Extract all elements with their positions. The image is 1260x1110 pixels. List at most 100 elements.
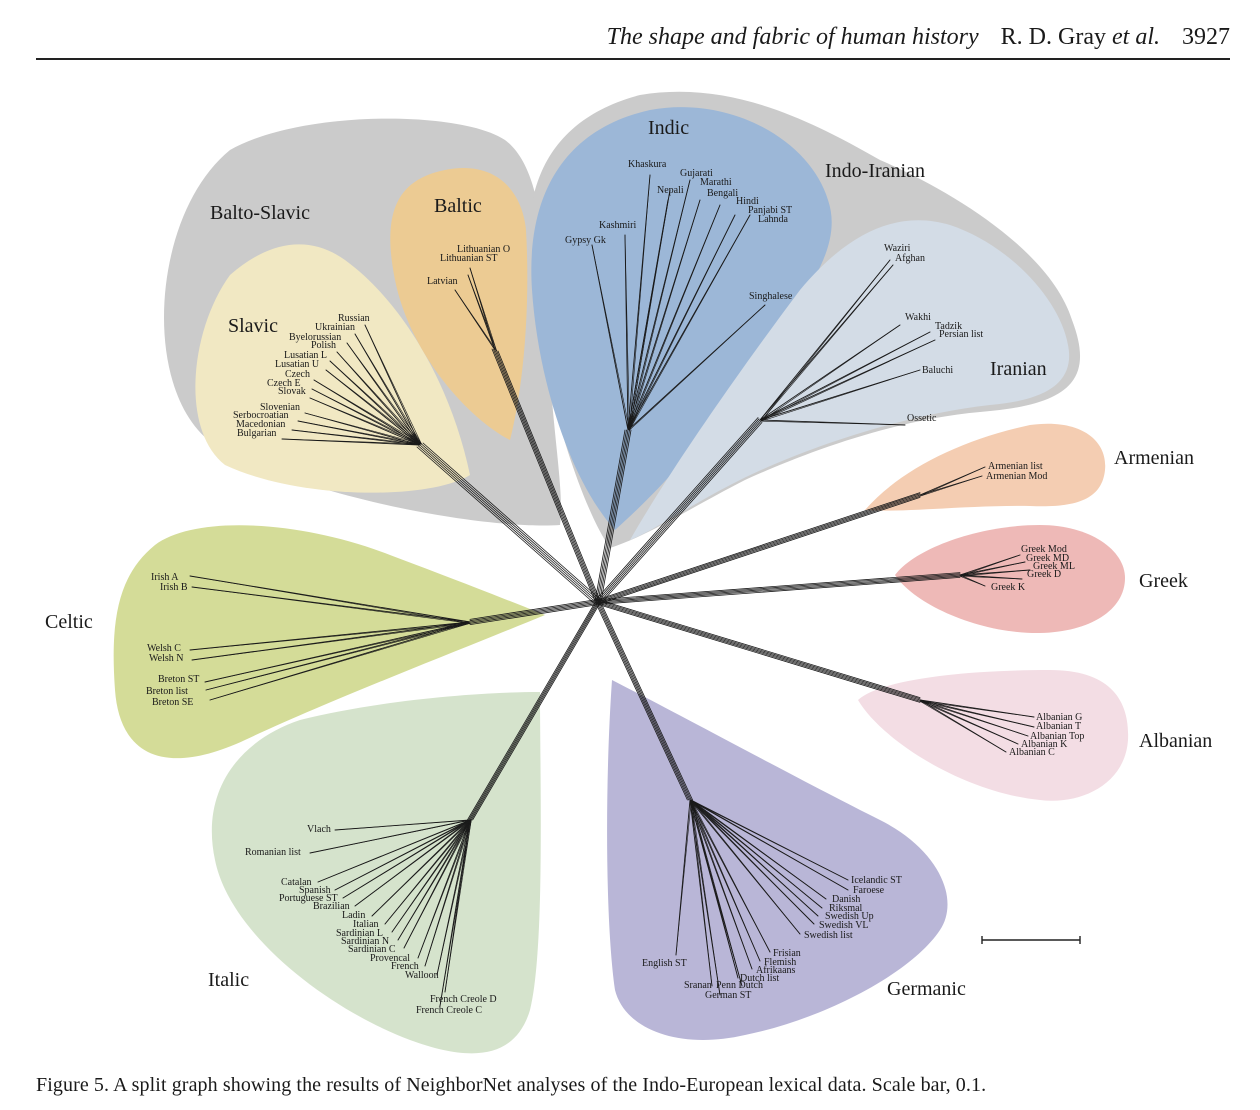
lang-swedish-list: Swedish list [804,930,853,941]
group-label-slavic: Slavic [228,315,278,337]
network-edge [205,622,471,691]
network-edge [346,342,422,445]
network-edge [317,819,472,883]
network-edge [468,601,598,821]
lang-dutch-list: Dutch list [740,973,779,984]
lang-ladin: Ladin [342,910,365,921]
network-edge [624,234,630,431]
lang-kashmiri: Kashmiri [599,220,636,231]
network-edge [595,601,688,801]
network-edge [313,379,422,445]
network-edge [336,351,422,445]
group-label-armenian: Armenian [1114,447,1194,469]
network-edge [189,575,471,624]
network-edge [309,397,422,445]
group-label-iranian: Iranian [990,358,1047,380]
network-edge [629,204,721,431]
lang-brazilian: Brazilian [313,901,350,912]
lang-macedonian: Macedonian [236,419,285,430]
network-edge [629,179,691,431]
lang-sardinian-l: Sardinian L [336,928,383,939]
lang-greek-k: Greek K [991,582,1026,593]
germanic-region [607,680,948,1040]
network-edge [959,575,986,587]
lang-breton-st: Breton ST [158,674,199,685]
lang-bulgarian: Bulgarian [237,428,276,439]
network-edge [690,799,761,962]
network-edge [597,575,961,604]
network-edge [594,429,626,603]
network-edge [354,333,421,446]
network-edge [597,573,961,602]
network-edge [439,819,472,1007]
network-edge [281,438,422,445]
network-edge [597,572,961,600]
network-edge [675,799,692,956]
lang-wakhi: Wakhi [905,312,931,323]
network-edge [597,601,921,701]
lang-greek-mod: Greek Mod [1021,544,1067,555]
lang-breton-list: Breton list [146,686,188,697]
network-edge [444,819,472,993]
lang-albanian-g: Albanian G [1036,712,1082,723]
lang-lusatian-l: Lusatian L [284,350,327,361]
lang-albanian-c: Albanian C [1009,747,1055,758]
network-edge [599,429,630,603]
network-edge [334,819,472,891]
network-edge [304,412,422,445]
network-edge [354,333,422,445]
lang-welsh-c: Welsh C [147,643,181,654]
network-edge [494,349,599,603]
network-edge [597,599,921,698]
network-edge [760,264,894,422]
group-labels: Balto-Slavic Slavic Baltic Indic Indo-Ir… [45,117,1212,1000]
network-edge [466,601,596,821]
network-edge [629,304,766,431]
lang-french-creole-c: French Creole C [416,1005,482,1016]
network-edge [599,421,763,605]
network-edge [416,446,596,605]
lang-panjabi-st: Panjabi ST [748,205,792,216]
network-edge [493,349,597,602]
greek-region [895,525,1125,634]
lang-swedish-vl: Swedish VL [819,920,869,931]
lang-breton-se: Breton SE [152,697,193,708]
network-edge [209,622,471,701]
lang-slovak: Slovak [278,386,306,397]
network-edge [629,214,751,431]
lang-vlach: Vlach [307,824,331,835]
network-edge [690,799,771,953]
lang-catalan: Catalan [281,877,312,888]
group-label-balto-slavic: Balto-Slavic [210,202,310,224]
group-label-indo-iranian: Indo-Iranian [825,160,925,182]
lang-french: French [391,961,419,972]
network-edge [469,600,599,622]
lang-czech-e: Czech E [267,378,301,389]
network-edge [596,418,760,602]
baltic-region [390,168,528,440]
lang-afghan: Afghan [895,253,925,264]
network-edge [470,601,600,821]
network-edge [467,274,497,351]
network-edge [371,819,472,917]
network-edge [364,324,422,445]
lang-greek-md: Greek MD [1026,553,1069,564]
network-edge [629,199,669,431]
network-edge [325,369,422,445]
network-edge [919,700,1019,745]
network-edge [418,445,597,604]
albanian-region [858,670,1129,801]
network-edge [311,388,422,445]
network-edge [629,199,701,431]
network-edge [403,819,472,949]
network-edge [469,604,599,625]
group-label-celtic: Celtic [45,611,93,633]
network-edge [417,819,472,959]
network-edge [597,496,921,605]
lang-italian: Italian [353,919,379,930]
network-edge [690,799,819,917]
network-edge [919,700,1035,728]
lang-czech: Czech [285,369,310,380]
lang-swedish-up: Swedish Up [825,911,874,922]
